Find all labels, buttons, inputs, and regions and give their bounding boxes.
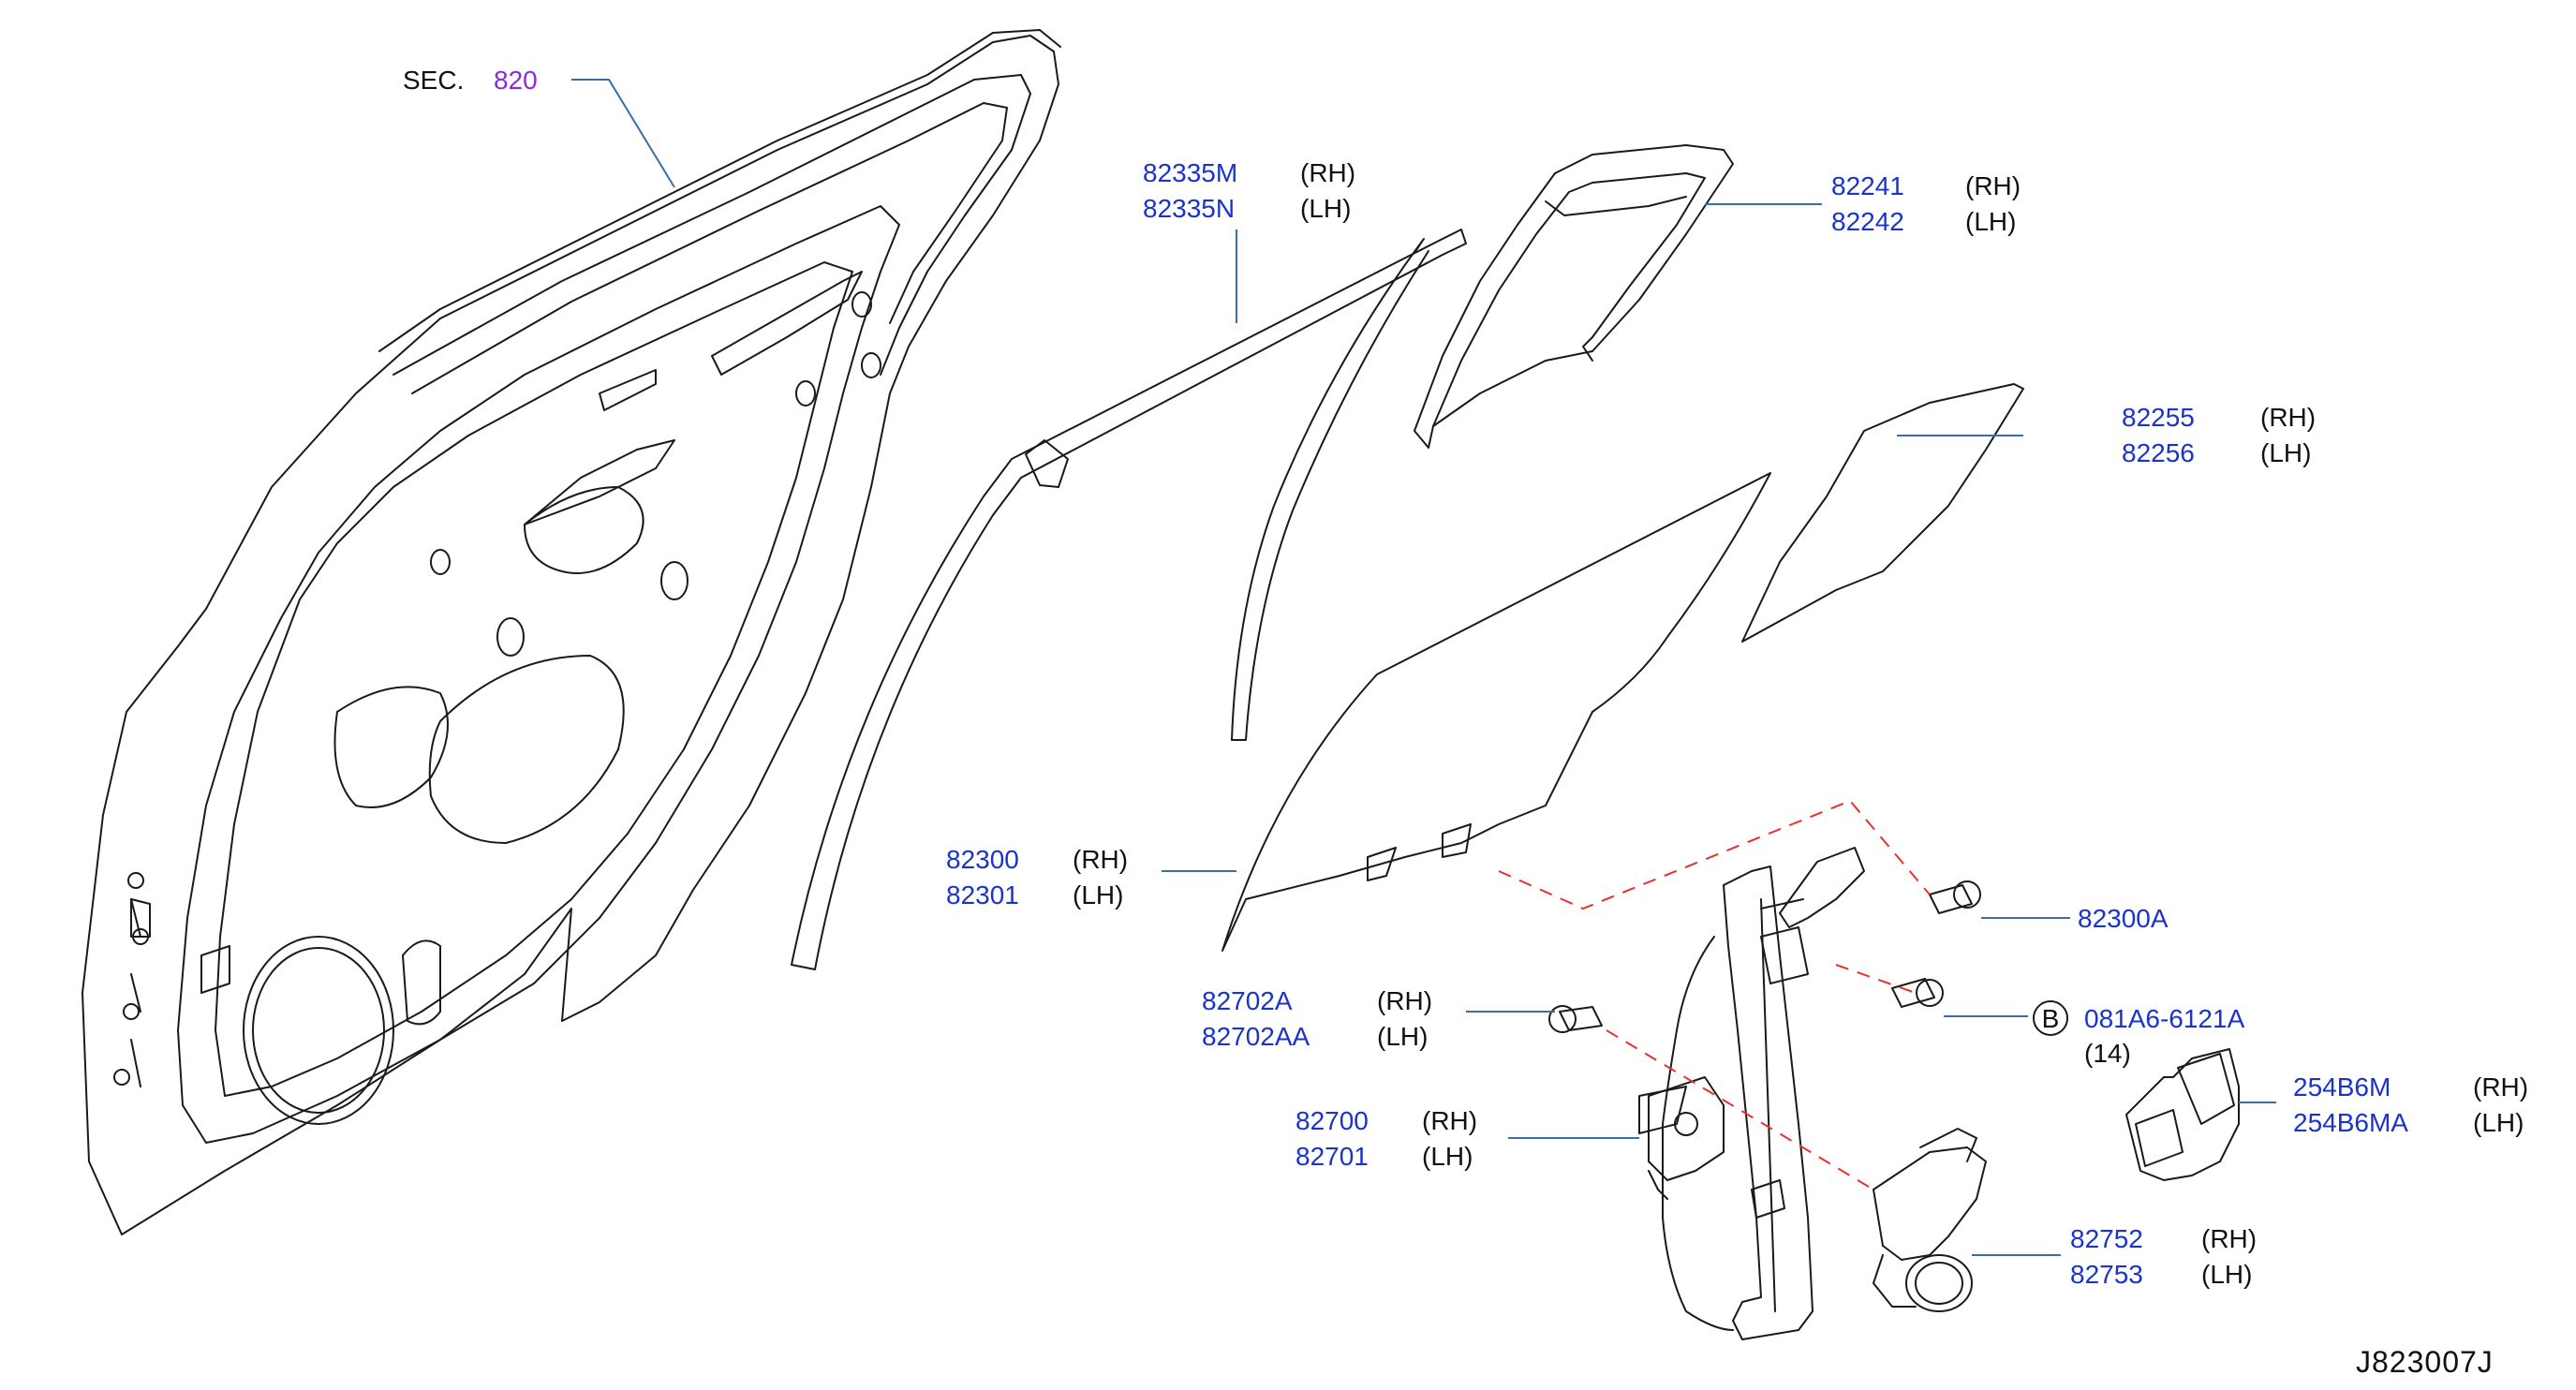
circle-letter: B: [2042, 1004, 2060, 1033]
side-label: (RH): [1300, 158, 1355, 187]
circle-reference-marker: [2033, 1000, 2068, 1036]
side-label: (RH): [1073, 845, 1128, 874]
callout-82255: 82255 (RH) 82256 (LH): [2122, 403, 2316, 467]
side-label: (RH): [1377, 986, 1432, 1015]
part-number: 82702AA: [1202, 1022, 1310, 1051]
side-label: (RH): [1965, 171, 2021, 200]
module-254b6: [2125, 1048, 2240, 1181]
part-number: 82242: [1831, 207, 1904, 236]
part-number: 82335M: [1143, 158, 1237, 187]
diagram-code: J823007J: [2356, 1345, 2494, 1379]
side-label: (RH): [1422, 1106, 1477, 1135]
callout-82702: 82702A (RH) 82702AA (LH): [1202, 986, 1432, 1051]
part-number: 82702A: [1202, 986, 1293, 1015]
part-number: 82335N: [1143, 194, 1235, 223]
part-number: 82701: [1295, 1142, 1369, 1171]
part-number: 82300: [946, 845, 1019, 874]
side-label: (LH): [2260, 438, 2311, 467]
callout-081a6: B 081A6-6121A (14): [2033, 1000, 2245, 1068]
sash-82335: [791, 229, 1467, 970]
quantity-label: (14): [2084, 1039, 2131, 1068]
glass-82255: [1741, 383, 2024, 643]
part-number: 82753: [2070, 1260, 2143, 1289]
regulator-82700: [1638, 847, 1865, 1340]
bolt-82702a: [1548, 1005, 1603, 1033]
motor-82752: [1873, 1128, 1987, 1312]
section-prefix: SEC.: [403, 66, 464, 95]
part-number: 82700: [1295, 1106, 1369, 1135]
part-number: 081A6-6121A: [2084, 1004, 2245, 1033]
callout-82335: 82335M (RH) 82335N (LH): [1143, 158, 1355, 223]
section-reference: SEC. 820: [403, 66, 538, 95]
callout-82700: 82700 (RH) 82701 (LH): [1295, 1106, 1477, 1171]
leader-lines: [571, 79, 2276, 1256]
part-number: 254B6MA: [2293, 1108, 2408, 1137]
part-number: 82241: [1831, 171, 1904, 200]
side-label: (LH): [1377, 1022, 1428, 1051]
side-label: (LH): [1965, 207, 2016, 236]
callout-82752: 82752 (RH) 82753 (LH): [2070, 1224, 2257, 1289]
section-number: 820: [494, 66, 538, 95]
part-number: 82256: [2122, 438, 2195, 467]
bolt-081a6: [1891, 978, 1944, 1008]
door-panel: [81, 29, 1061, 1235]
side-label: (LH): [2473, 1108, 2524, 1137]
side-label: (RH): [2260, 403, 2316, 432]
part-number: 82300A: [2078, 904, 2169, 933]
part-number: 254B6M: [2293, 1072, 2391, 1102]
part-number: 82752: [2070, 1224, 2143, 1253]
frame-82241: [1414, 144, 1734, 449]
callout-82300: 82300 (RH) 82301 (LH): [946, 845, 1128, 909]
side-label: (LH): [1073, 880, 1123, 909]
side-label: (LH): [2201, 1260, 2252, 1289]
side-label: (LH): [1422, 1142, 1473, 1171]
side-label: (RH): [2201, 1224, 2257, 1253]
assembly-dashed-lines: [1498, 799, 1931, 1190]
callout-254b6: 254B6M (RH) 254B6MA (LH): [2293, 1072, 2528, 1137]
callout-82241: 82241 (RH) 82242 (LH): [1831, 171, 2021, 236]
side-label: (RH): [2473, 1072, 2528, 1102]
part-number: 82301: [946, 880, 1019, 909]
callout-82300a: 82300A: [2078, 904, 2169, 933]
part-number: 82255: [2122, 403, 2195, 432]
bolt-82300a: [1929, 880, 1981, 914]
side-label: (LH): [1300, 194, 1351, 223]
glass-82300: [1221, 472, 1771, 952]
